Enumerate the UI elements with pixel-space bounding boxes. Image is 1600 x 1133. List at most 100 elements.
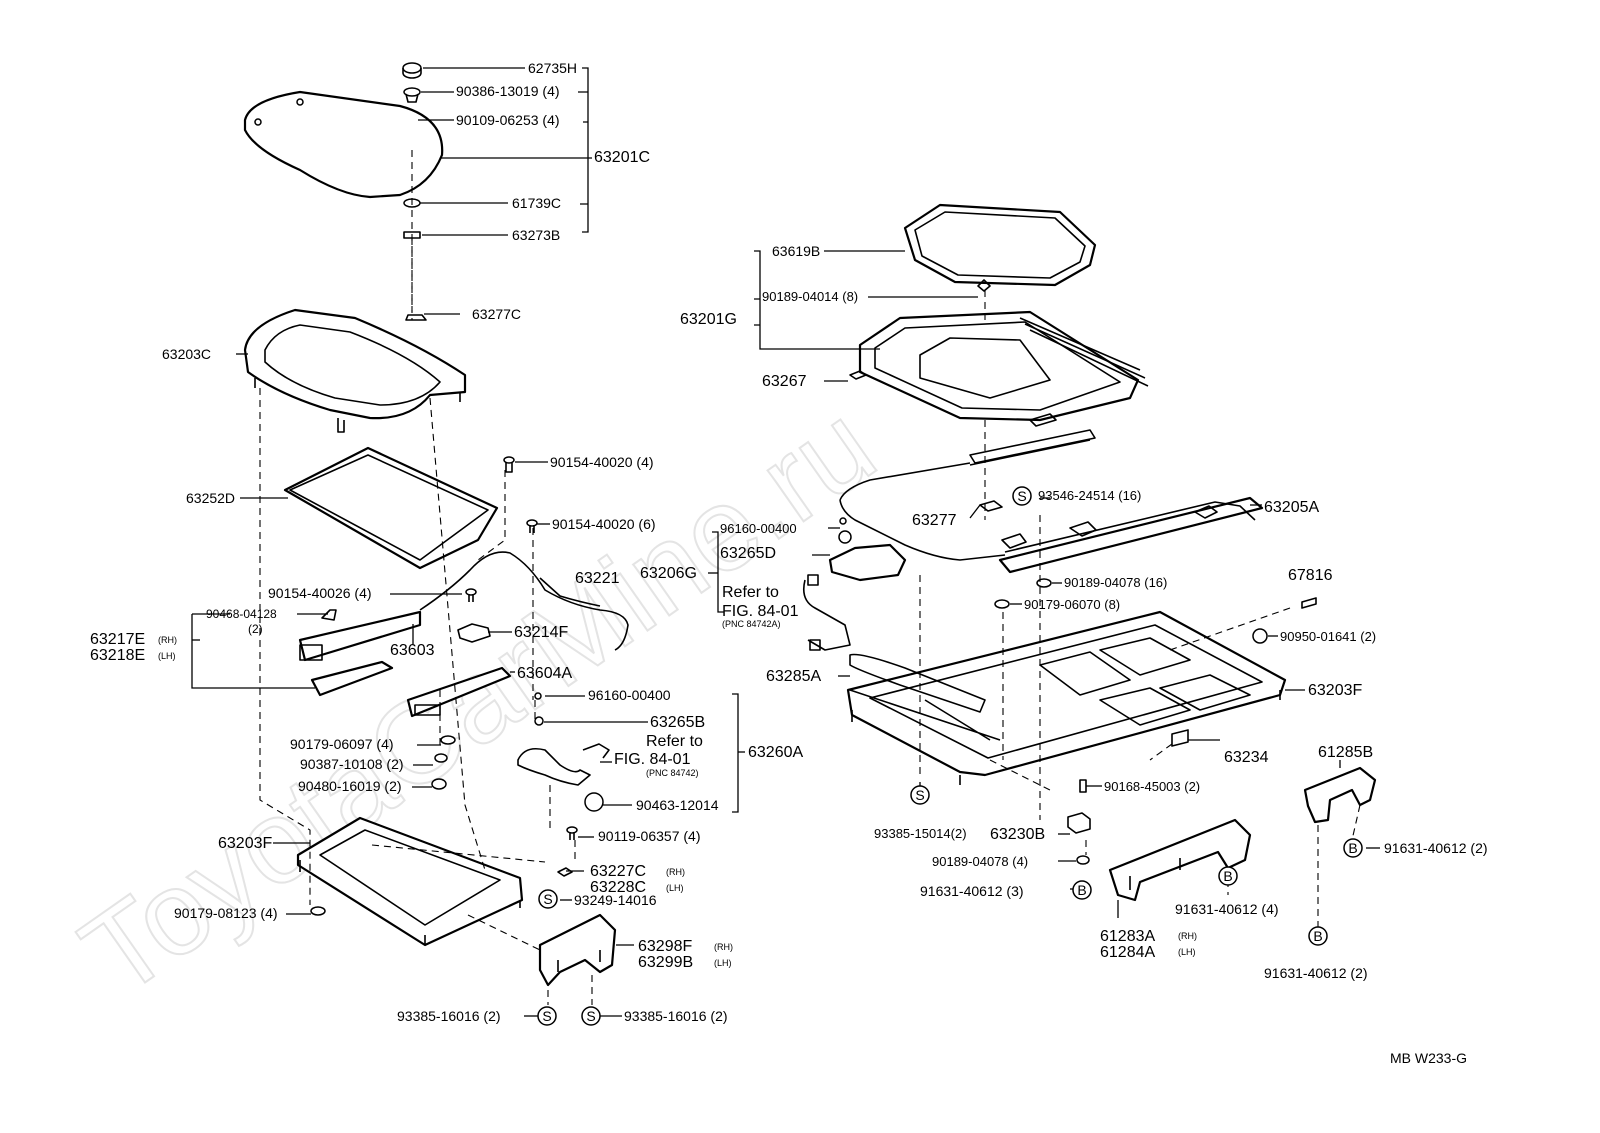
screw-90119 xyxy=(566,826,578,840)
frame-seal-63252D xyxy=(283,446,499,570)
label-90154-40026: 90154-40026 (4) xyxy=(268,585,372,601)
label-61739C: 61739C xyxy=(512,195,561,211)
label-63265D: 63265D xyxy=(720,545,776,562)
symbol-b-91631b xyxy=(1218,866,1238,886)
label-refer-to-b: Refer to xyxy=(646,733,703,750)
label-63604A: 63604A xyxy=(517,665,572,682)
label-90480: 90480-16019 (2) xyxy=(298,778,402,794)
bracket-63277 xyxy=(979,500,1003,512)
label-90179-08123: 90179-08123 (4) xyxy=(174,905,278,921)
label-63228C: 63228C xyxy=(590,879,646,896)
label-91631-a: 91631-40612 (3) xyxy=(920,883,1024,899)
label-91631-b: 91631-40612 (4) xyxy=(1175,901,1279,917)
link-63260A xyxy=(517,747,591,786)
symbol-s-text: S xyxy=(915,787,924,803)
label-63260A: 63260A xyxy=(748,744,803,761)
label-90179-06097: 90179-06097 (4) xyxy=(290,736,394,752)
nut-90179-08123 xyxy=(310,906,326,916)
label-63252D: 63252D xyxy=(186,490,235,506)
label-lh-2: (LH) xyxy=(666,883,684,893)
label-63217E: 63217E xyxy=(90,631,145,648)
rear-rail xyxy=(969,429,1096,466)
drain-cable-63285A xyxy=(802,579,851,651)
label-63267: 63267 xyxy=(762,373,807,390)
label-90179-06070: 90179-06070 (8) xyxy=(1024,597,1120,612)
sunroof-glass-63619B xyxy=(903,203,1097,287)
label-90154-40020-6: 90154-40020 (6) xyxy=(552,516,656,532)
label-90463: 90463-12014 xyxy=(636,797,719,813)
label-63265B: 63265B xyxy=(650,714,705,731)
label-refer-to-a: Refer to xyxy=(722,584,779,601)
fastener-90154-c xyxy=(465,588,477,602)
symbol-s-text: S xyxy=(542,1008,551,1024)
label-63273B: 63273B xyxy=(512,227,560,243)
bracket-63230B xyxy=(1067,812,1091,834)
label-90950: 90950-01641 (2) xyxy=(1280,629,1376,644)
label-63205A: 63205A xyxy=(1264,499,1319,516)
nut-90387 xyxy=(434,753,448,763)
label-63603: 63603 xyxy=(390,642,435,659)
bracket-63277C xyxy=(405,314,427,321)
label-63206G: 63206G xyxy=(640,565,697,582)
glass-frame-63203C xyxy=(243,308,467,420)
housing-frame-63203F-left xyxy=(296,816,524,947)
nut-90179-06070 xyxy=(994,599,1010,609)
label-rh: (RH) xyxy=(158,635,177,645)
label-91631-c: 91631-40612 (2) xyxy=(1384,840,1488,856)
symbol-b-91631a xyxy=(1072,880,1092,900)
nut-90189-04078-16 xyxy=(1036,578,1052,588)
label-90189-04014: 90189-04014 (8) xyxy=(762,289,858,304)
nut-90386 xyxy=(403,87,421,103)
label-lh: (LH) xyxy=(158,651,176,661)
label-61285B: 61285B xyxy=(1318,744,1373,761)
sunroof-glass-63201C xyxy=(243,90,444,199)
label-63203F-right: 63203F xyxy=(1308,682,1362,699)
symbol-s-93546 xyxy=(1012,486,1032,506)
label-93385-16016-a: 93385-16016 (2) xyxy=(397,1008,501,1024)
guide-63603 xyxy=(298,610,422,662)
bolt-90950 xyxy=(1252,628,1268,644)
label-63619B: 63619B xyxy=(772,243,820,259)
symbol-s-93385b xyxy=(581,1006,601,1026)
sliding-panel-63201G xyxy=(858,310,1140,422)
symbol-b-text: B xyxy=(1313,928,1322,944)
label-rh-2: (RH) xyxy=(666,867,685,877)
symbol-b-text: B xyxy=(1223,868,1232,884)
label-pnc-84742: (PNC 84742) xyxy=(646,768,699,778)
washer-63265D xyxy=(838,530,852,544)
symbol-s-93385c xyxy=(910,785,930,805)
label-63201G: 63201G xyxy=(680,311,737,328)
label-93385-16016-b: 93385-16016 (2) xyxy=(624,1008,728,1024)
screw-90168 xyxy=(1079,779,1087,793)
label-63298F: 63298F xyxy=(638,938,692,955)
label-plate-67816 xyxy=(1301,597,1317,609)
drive-cable-63221 xyxy=(419,551,629,651)
stopper-63214F xyxy=(457,623,491,643)
label-90109: 90109-06253 (4) xyxy=(456,112,560,128)
cap-62735H xyxy=(402,62,422,79)
link-63206G xyxy=(828,543,907,582)
label-90387: 90387-10108 (2) xyxy=(300,756,404,772)
symbol-b-91631d xyxy=(1308,926,1328,946)
clamp-90463 xyxy=(584,792,604,812)
symbol-b-91631c xyxy=(1343,838,1363,858)
label-90189-04078-16: 90189-04078 (16) xyxy=(1064,575,1167,590)
guide-rail-63205A xyxy=(998,496,1264,574)
label-63234: 63234 xyxy=(1224,749,1269,766)
label-90154-40020-4: 90154-40020 (4) xyxy=(550,454,654,470)
label-93546: 93546-24514 (16) xyxy=(1038,488,1141,503)
drawing-code: MB W233-G xyxy=(1390,1050,1467,1066)
label-63230B: 63230B xyxy=(990,826,1045,843)
label-93249: 93249-14016 xyxy=(574,892,657,908)
nut-90179-06097 xyxy=(440,735,456,745)
fastener-90154-a xyxy=(503,456,515,473)
clip-90189-04014 xyxy=(977,279,991,292)
label-lh-4: (LH) xyxy=(1178,947,1196,957)
label-63203F-left: 63203F xyxy=(218,835,272,852)
symbol-s-text: S xyxy=(543,891,552,907)
label-63277: 63277 xyxy=(912,512,957,529)
label-90119: 90119-06357 (4) xyxy=(598,828,700,844)
label-93385-15014: 93385-15014(2) xyxy=(874,826,967,841)
symbol-s-93249 xyxy=(538,889,558,909)
